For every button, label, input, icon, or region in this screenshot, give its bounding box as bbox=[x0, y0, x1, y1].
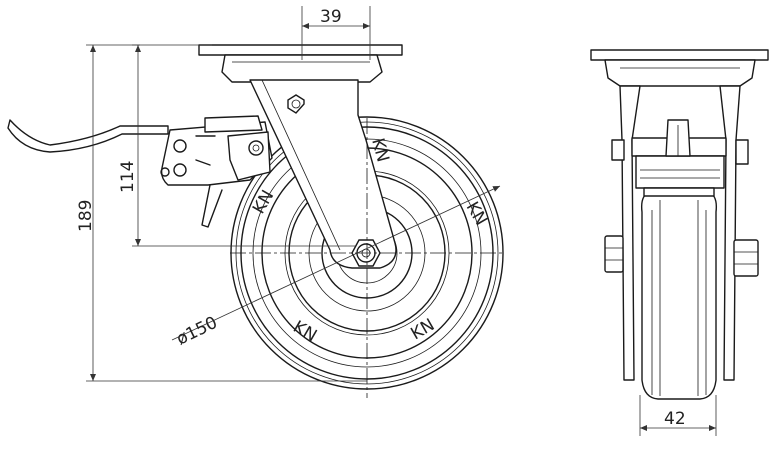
dim-overall-height-label: 189 bbox=[76, 200, 96, 232]
front-view: 42 bbox=[590, 49, 769, 436]
dim-swivel-height-label: 114 bbox=[118, 161, 138, 193]
dim-top-width-label: 39 bbox=[320, 7, 342, 27]
axle-nuts-front bbox=[604, 235, 759, 277]
dim-wheel-width: 42 bbox=[639, 395, 717, 436]
fork-nut bbox=[287, 94, 305, 114]
brake-mechanism-front bbox=[611, 119, 749, 197]
top-plate-front bbox=[590, 49, 769, 61]
top-plate-side bbox=[198, 44, 403, 83]
dim-top-width: 39 bbox=[301, 6, 371, 60]
dim-swivel-height: 114 bbox=[118, 44, 355, 247]
svg-text:KN: KN bbox=[249, 187, 278, 218]
dim-wheel-diameter-label: ø150 bbox=[173, 313, 220, 350]
wheel-front bbox=[640, 191, 718, 400]
svg-text:KN: KN bbox=[408, 315, 439, 344]
fork-arm bbox=[249, 79, 397, 269]
svg-text:KN: KN bbox=[290, 317, 321, 346]
svg-text:KN: KN bbox=[462, 199, 491, 230]
dim-overall-height: 189 bbox=[76, 44, 367, 382]
dim-wheel-width-label: 42 bbox=[664, 409, 686, 429]
side-view: KN KN KN KN KN bbox=[7, 6, 505, 398]
brake-assembly bbox=[160, 115, 273, 228]
brake-pedal bbox=[7, 119, 169, 153]
